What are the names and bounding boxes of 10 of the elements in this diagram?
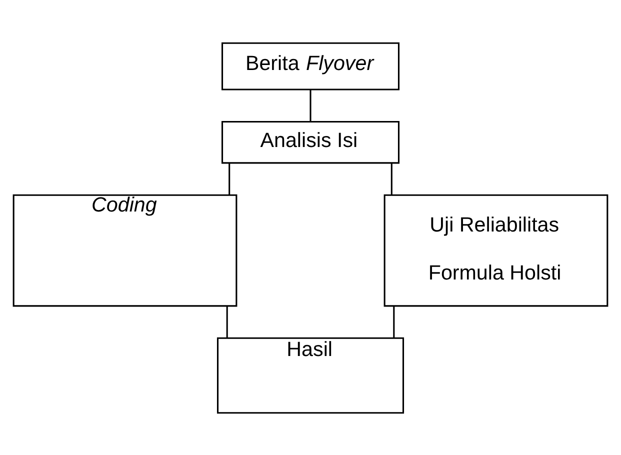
- connector: [228, 162, 230, 195]
- connector: [310, 89, 312, 121]
- node-box: Uji Reliabilitas Formula Holsti: [384, 194, 608, 306]
- node-box: Hasil: [216, 336, 404, 414]
- node-box: Coding: [12, 194, 238, 306]
- connector: [393, 306, 395, 338]
- connector: [226, 306, 228, 338]
- connector: [390, 162, 392, 195]
- node-box: Berita Flyover: [222, 42, 400, 90]
- node-box: Analisis Isi: [222, 120, 400, 164]
